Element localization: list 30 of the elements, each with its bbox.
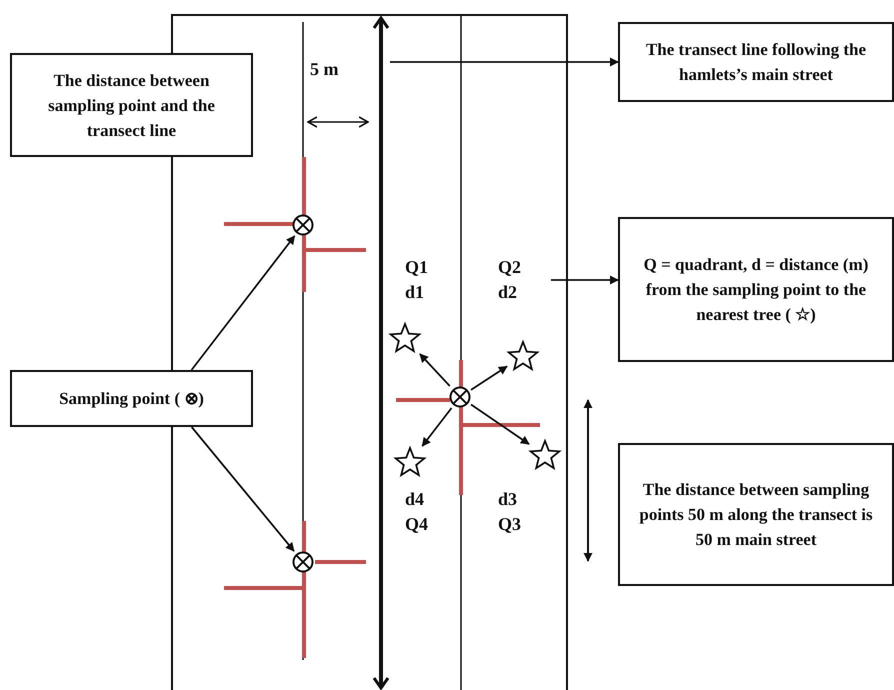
arrow — [390, 58, 619, 66]
quadrant-label: d2 — [498, 281, 518, 303]
star-icon — [389, 322, 421, 354]
arrow — [190, 426, 295, 552]
note-box: Q = quadrant, d = distance (m) from the sampling point to the nearest tree ( ☆) — [618, 217, 894, 362]
quadrant-label: Q2 — [498, 256, 522, 278]
quadrant-label: d4 — [405, 488, 424, 510]
quadrant-label: Q3 — [498, 513, 522, 535]
dimension-label: 5 m — [310, 58, 338, 80]
quadrant-label: d1 — [405, 281, 424, 303]
arrow — [551, 276, 619, 284]
arrow — [419, 353, 450, 387]
arrow — [422, 407, 452, 447]
quadrant-label: Q1 — [405, 256, 428, 278]
arrow — [470, 366, 508, 391]
transect-line — [372, 16, 390, 690]
sampling-point-symbol — [449, 386, 471, 408]
sampling-point-symbol — [292, 214, 314, 236]
star-icon — [529, 439, 561, 471]
sampling-point-symbol — [292, 551, 314, 573]
note-box: The transect line following the hamlets’s main street — [618, 22, 894, 102]
quadrant-label: d3 — [498, 488, 518, 510]
arrow — [190, 235, 296, 371]
quadrant-label: Q4 — [405, 513, 428, 535]
note-box: Sampling point ( ⊗) — [10, 370, 253, 427]
star-icon — [507, 340, 539, 372]
arrow — [470, 404, 530, 445]
note-box: The distance between sampling points 50 m along the transect is 50 m main street — [618, 443, 894, 586]
star-icon — [394, 446, 426, 478]
note-box: The distance between sampling point and the transect line — [10, 53, 253, 157]
